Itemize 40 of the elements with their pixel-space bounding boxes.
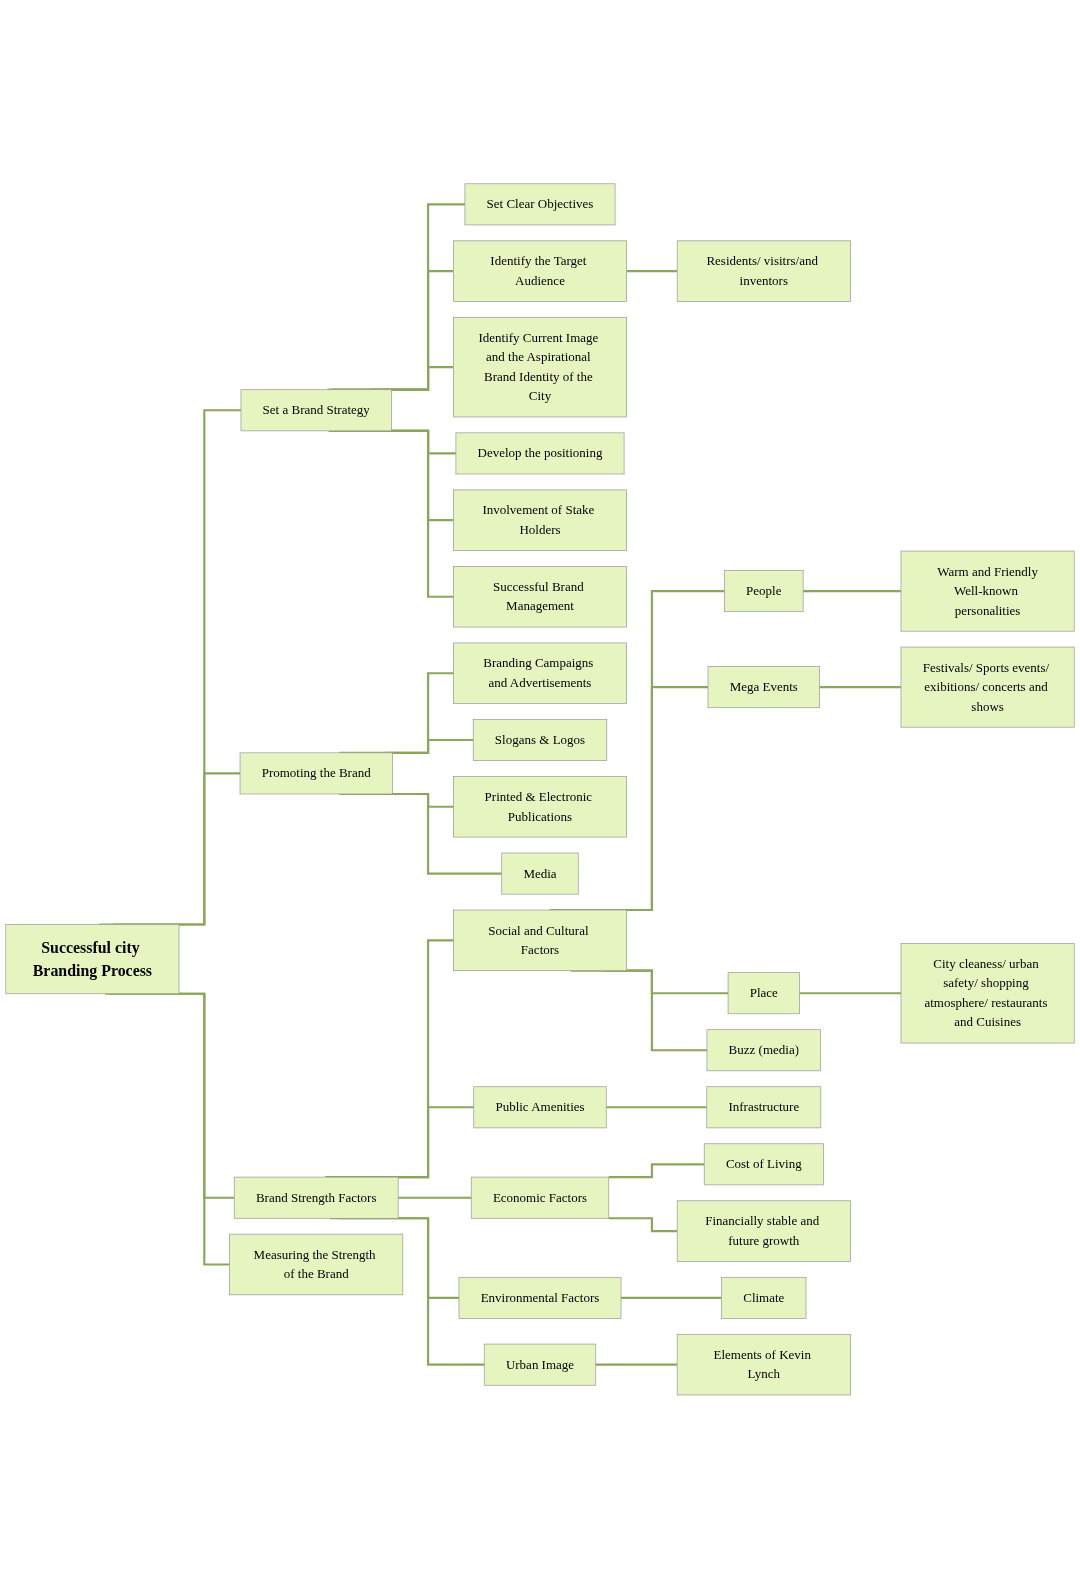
connector [606, 1105, 708, 1108]
node-box: Public Amenities [473, 1086, 607, 1128]
node-box: Buzz (media) [706, 1028, 821, 1071]
node-box: City cleaness/ urban safety/ shopping atmosphere/ restaurants and Cuisines [900, 942, 1075, 1043]
node-box: Financially stable and future growth [676, 1200, 851, 1262]
node-box: Urban Image [483, 1343, 597, 1386]
connector [626, 269, 679, 272]
connector [621, 1296, 723, 1299]
node-box: Environmental Factors [458, 1276, 622, 1319]
node-box: Brand Strength Factors [233, 1176, 399, 1219]
connector [608, 1216, 679, 1232]
node-box: People [724, 569, 804, 612]
node-box: Successful city Branding Process [5, 923, 180, 994]
node-box: Successful Brand Management [453, 565, 627, 627]
node-box: Infrastructure [706, 1086, 822, 1128]
node-box: Residents/ visitrs/and inventors [676, 240, 851, 302]
connector [398, 1196, 473, 1199]
node-box: Identify the Target Audience [453, 240, 627, 302]
node-box: Place [727, 971, 800, 1014]
node-box: Set Clear Objectives [464, 183, 616, 225]
node-box: Economic Factors [470, 1176, 610, 1219]
node-box: Identify Current Image and the Aspirational Brand Identity of the City [453, 316, 627, 417]
node-box: Elements of Kevin Lynch [676, 1333, 851, 1395]
connector [608, 1162, 706, 1178]
node-box: Measuring the Strength of the Brand [229, 1233, 404, 1295]
node-box: Cost of Living [703, 1143, 824, 1185]
node-box: Social and Cultural Factors [453, 909, 627, 971]
node-box: Media [501, 852, 579, 895]
node-box: Warm and Friendly Well-known personalities [900, 550, 1075, 632]
connector [595, 1363, 679, 1366]
node-box: Involvement of Stake Holders [453, 489, 627, 551]
node-box: Printed & Electronic Publications [453, 775, 627, 838]
node-box: Branding Campaigns and Advertisements [453, 642, 627, 704]
node-box: Climate [721, 1276, 807, 1319]
node-box: Develop the positioning [455, 432, 625, 474]
node-box: Promoting the Brand [239, 752, 393, 794]
node-box: Slogans & Logos [472, 718, 608, 761]
node-box: Mega Events [707, 665, 820, 708]
node-box: Festivals/ Sports events/ exibitions/ concerts and shows [900, 646, 1075, 728]
node-box: Set a Brand Strategy [240, 388, 392, 431]
